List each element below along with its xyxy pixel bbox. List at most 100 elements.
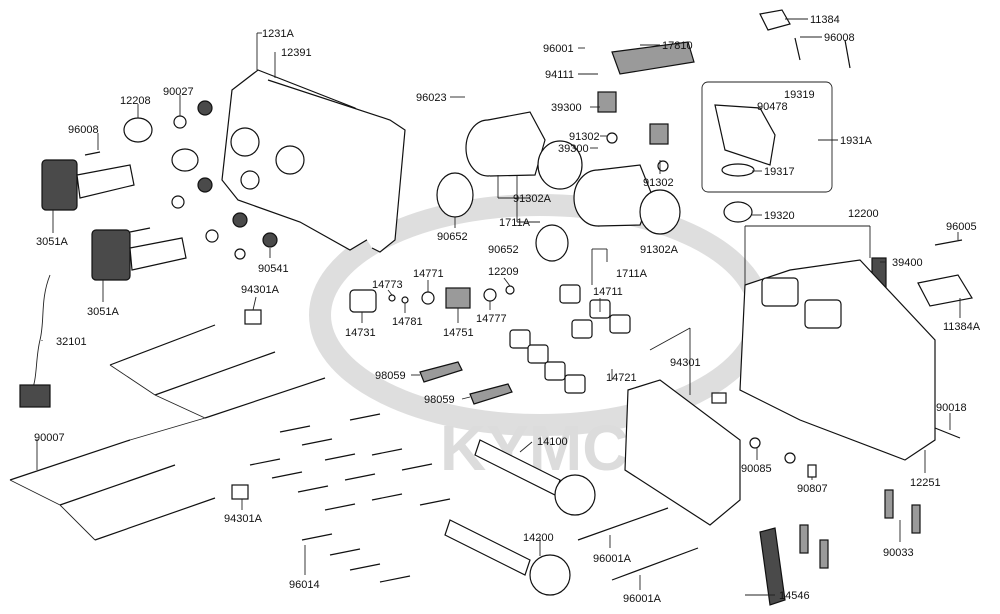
stud-90807 [807, 464, 817, 478]
callout-14777: 14777 [476, 313, 507, 325]
callout-90652-b: 90652 [488, 244, 519, 256]
callout-12251: 12251 [910, 477, 941, 489]
coil-boot-2 [129, 237, 187, 271]
cover-port-2 [275, 145, 305, 175]
seal-ring [171, 148, 199, 172]
callout-96008-top: 96008 [824, 32, 855, 44]
parts [9, 9, 973, 606]
callout-39300-b: 39300 [558, 143, 589, 155]
callout-98059-a: 98059 [375, 370, 406, 382]
callout-12209: 12209 [488, 266, 519, 278]
bolt-coil-2 [129, 227, 151, 233]
injector-2 [649, 123, 669, 145]
callout-91302-b: 91302 [643, 177, 674, 189]
callout-94301A-b: 94301A [224, 513, 263, 525]
long-bolt-4 [9, 439, 131, 481]
thermostat-box [701, 81, 833, 193]
callout-90652-a: 90652 [437, 231, 468, 243]
callout-11384: 11384 [810, 14, 840, 26]
ignition-coil-1 [41, 159, 78, 211]
bolt-cover-3 [234, 248, 246, 260]
callout-96023: 96023 [416, 92, 447, 104]
spark-plug-1 [419, 361, 463, 383]
bucket-14731 [349, 289, 377, 313]
callout-14751: 14751 [443, 327, 474, 339]
callout-14731: 14731 [345, 327, 376, 339]
long-bolt-3 [204, 377, 326, 419]
stud-90033-3 [799, 524, 809, 554]
callout-98059-b: 98059 [424, 394, 455, 406]
dowel-90085-2 [784, 452, 796, 464]
callout-1711A-b: 1711A [616, 268, 648, 280]
wire-harness [29, 274, 51, 396]
seat-14777 [483, 288, 497, 302]
grommet [197, 100, 213, 116]
o-ring-91302A-2 [639, 189, 681, 235]
oil-seal-12208 [123, 117, 153, 143]
bracket-11384 [759, 9, 791, 31]
callout-14711: 14711 [593, 286, 623, 298]
callout-96005: 96005 [946, 221, 977, 233]
cover-port-1 [230, 127, 260, 157]
short-bolts [249, 413, 451, 583]
callout-1711A-a: 1711A [499, 217, 531, 229]
callout-17810: 17810 [662, 40, 693, 52]
callout-14100: 14100 [537, 436, 568, 448]
callout-39300-a: 39300 [551, 102, 582, 114]
retainer-14771 [421, 291, 435, 305]
spark-plug-2 [469, 383, 513, 405]
coil-boot-1 [76, 164, 135, 199]
injector-seal-2 [657, 160, 669, 172]
callout-1931A: 1931A [840, 135, 872, 147]
cotter-14773 [388, 294, 396, 302]
callout-3051A-b: 3051A [87, 306, 119, 318]
bracket-11384A [917, 274, 973, 307]
stud-90033-2 [911, 504, 921, 534]
harness-connector [19, 384, 51, 408]
intake-clamp-90652 [436, 172, 474, 218]
head-port-2 [804, 299, 842, 329]
seal-12209 [505, 285, 515, 295]
callout-14546: 14546 [779, 590, 810, 602]
callout-19319: 19319 [784, 89, 815, 101]
callout-1231A: 1231A [262, 28, 294, 40]
callout-94301A-a: 94301A [241, 284, 280, 296]
stud-90033 [884, 489, 894, 519]
callout-94111: 94111 [545, 69, 574, 81]
callout-90007: 90007 [34, 432, 65, 444]
chain-guide-14546 [759, 527, 786, 606]
cam-sprocket-1 [554, 474, 596, 516]
bolt-96005 [934, 239, 963, 246]
stud-96001A-2 [611, 547, 699, 581]
callout-90018: 90018 [936, 402, 967, 414]
callout-12391: 12391 [281, 47, 312, 59]
bolt-cover-2 [205, 229, 219, 243]
callout-91302A-a: 91302A [513, 193, 552, 205]
callout-90478: 90478 [757, 101, 788, 113]
bolt-cover [171, 195, 185, 209]
thermostat-19320 [723, 201, 753, 223]
injector-1 [597, 91, 617, 113]
callout-3051A-a: 3051A [36, 236, 68, 248]
callout-90541: 90541 [258, 263, 289, 275]
bolt-96008-c [844, 39, 851, 69]
callout-96001: 96001 [543, 43, 574, 55]
cylinder-head-12200 [739, 259, 936, 461]
throttle-body-1-shell [487, 111, 546, 177]
cover-gasket [267, 79, 406, 253]
fuel-rail [611, 41, 695, 75]
cam-sprocket-2 [529, 554, 571, 596]
stud-90033-4 [819, 539, 829, 569]
washer-90541 [262, 232, 278, 248]
grommet-3 [232, 212, 248, 228]
camshaft-14200 [444, 519, 531, 576]
callout-14200: 14200 [523, 532, 554, 544]
cam-carrier [624, 379, 741, 526]
head-port-1 [761, 277, 799, 307]
intake-clamp-90652-2 [535, 224, 569, 262]
dowel-94301 [711, 392, 727, 404]
callout-14721: 14721 [606, 372, 637, 384]
callout-90085: 90085 [741, 463, 772, 475]
callout-96001A-a: 96001A [593, 553, 632, 565]
